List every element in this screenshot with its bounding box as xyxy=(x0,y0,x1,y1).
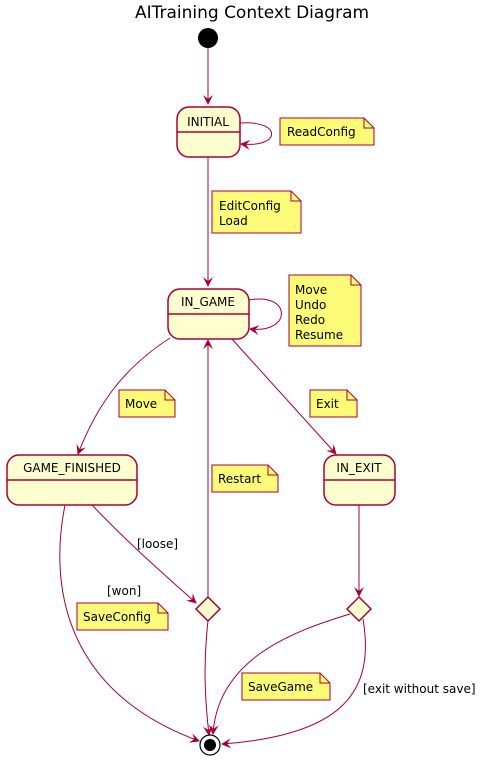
label-loose: [loose] xyxy=(137,537,178,551)
label-exit-without-save: [exit without save] xyxy=(363,682,476,696)
note-restart: Restart xyxy=(211,464,279,493)
choice-node-exit xyxy=(345,595,373,623)
state-game-finished: GAME_FINISHED xyxy=(6,454,138,506)
note-restart-line: Restart xyxy=(218,472,261,486)
note-edit-config: EditConfig Load xyxy=(211,190,302,234)
note-move: Move xyxy=(118,389,176,418)
choice-node-restart xyxy=(194,595,222,623)
note-save-game-line: SaveGame xyxy=(248,680,313,694)
note-save-config: SaveConfig xyxy=(76,602,169,631)
note-read-config-line: ReadConfig xyxy=(287,125,356,139)
transition-choice2-end xyxy=(208,613,351,735)
transition-ingame-inexit xyxy=(230,337,337,455)
note-in-game-line-3: Redo xyxy=(295,313,325,327)
note-in-game-actions: Move Undo Redo Resume xyxy=(288,274,362,347)
note-read-config: ReadConfig xyxy=(279,117,375,146)
label-won: [won] xyxy=(107,584,141,598)
note-exit: Exit xyxy=(309,389,358,418)
state-in-exit-label: IN_EXIT xyxy=(336,461,382,475)
state-in-exit: IN_EXIT xyxy=(323,454,396,506)
note-save-game: SaveGame xyxy=(241,672,331,701)
end-node xyxy=(199,734,221,756)
state-game-finished-label: GAME_FINISHED xyxy=(23,461,121,475)
diagram-title: AITraining Context Diagram xyxy=(135,3,369,23)
transition-initial-self xyxy=(239,122,272,150)
transition-choice1-end xyxy=(203,620,213,736)
note-save-config-line: SaveConfig xyxy=(83,610,151,624)
state-in-game-label: IN_GAME xyxy=(181,295,235,309)
note-edit-config-line-1: EditConfig xyxy=(219,199,281,213)
note-in-game-line-1: Move xyxy=(295,283,327,297)
note-in-game-line-2: Undo xyxy=(295,298,326,312)
transition-choice2-end-nosave xyxy=(221,618,366,749)
start-node xyxy=(198,28,218,48)
note-move-line: Move xyxy=(125,397,157,411)
transition-ingame-gamefinished xyxy=(76,337,171,455)
note-in-game-line-4: Resume xyxy=(295,328,343,342)
state-initial-label: INITIAL xyxy=(187,115,229,129)
state-initial: INITIAL xyxy=(176,106,241,158)
transition-gamefinished-end xyxy=(59,504,200,743)
transition-ingame-self xyxy=(248,298,282,336)
transition-gamefinished-choice1 xyxy=(91,504,197,604)
note-edit-config-line-2: Load xyxy=(219,214,248,228)
state-in-game: IN_GAME xyxy=(167,288,250,340)
note-exit-line: Exit xyxy=(316,397,339,411)
